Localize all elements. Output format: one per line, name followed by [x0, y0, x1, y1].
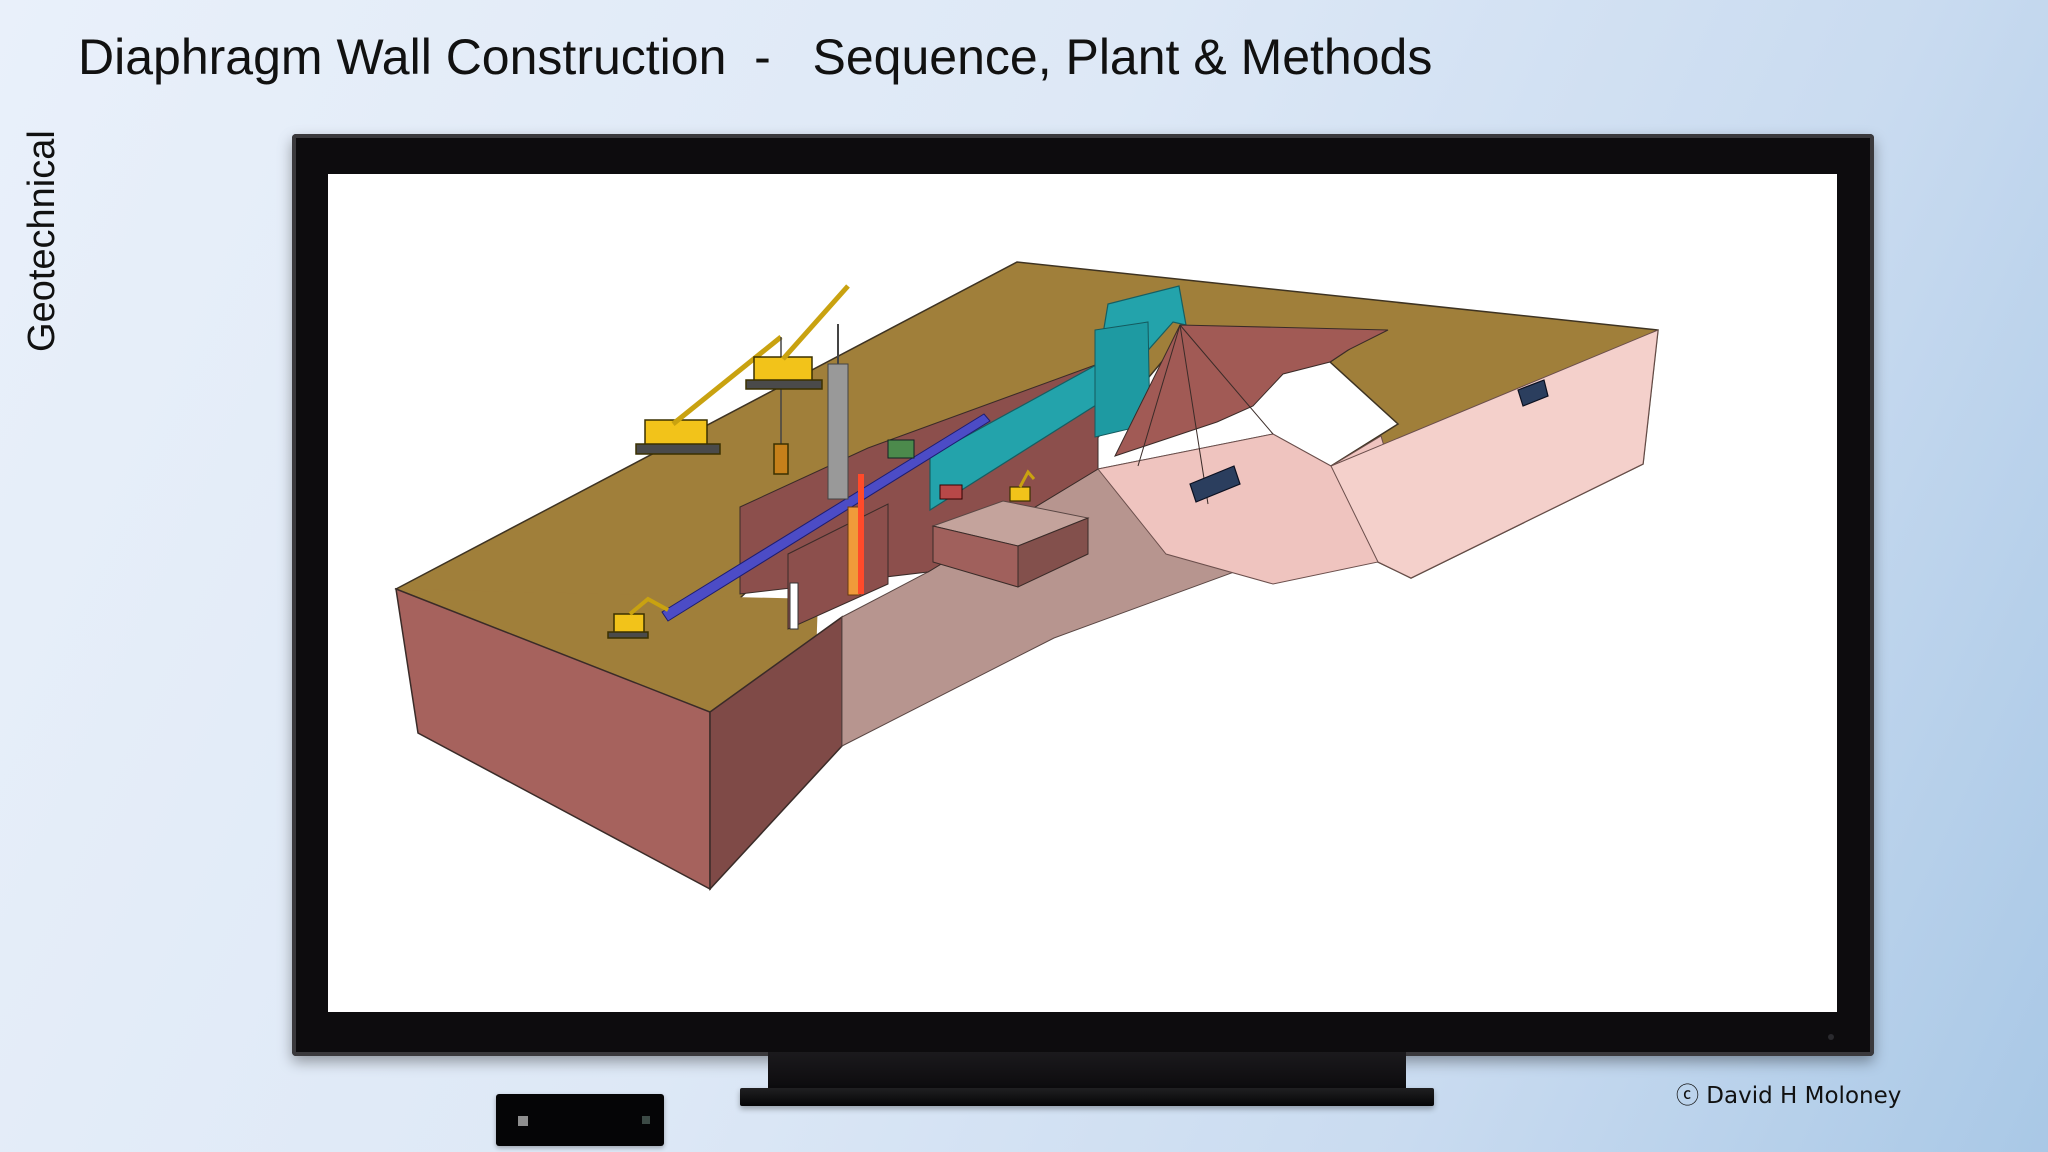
small-excavator — [939, 484, 963, 500]
remote-control-icon — [496, 1094, 664, 1146]
monitor-stand-neck — [768, 1052, 1406, 1092]
guide-wall-trench — [661, 413, 991, 622]
copyright-notice: ⓒ David H Moloney — [1676, 1083, 1902, 1109]
remote-button-icon — [518, 1116, 528, 1126]
monitor-stand-base — [740, 1088, 1434, 1106]
stop-end-panel — [789, 582, 799, 630]
power-led-icon — [1828, 1034, 1834, 1040]
monitor-screen — [328, 174, 1837, 1012]
pit-slope-back — [1114, 324, 1389, 457]
mini-excavator — [1009, 469, 1036, 502]
pit-ramp — [1330, 329, 1659, 579]
remote-led-icon — [642, 1116, 650, 1124]
hydraulic-excavator — [607, 596, 669, 639]
hanging-rebar-cage — [827, 363, 849, 500]
crawler-crane-left — [635, 335, 789, 475]
ground-surface-front — [396, 589, 818, 712]
dump-truck-lower — [1189, 465, 1241, 503]
tremie-pipe — [858, 474, 864, 594]
dump-truck-upper — [1517, 379, 1549, 407]
diaphragm-wall-illustration — [394, 261, 1659, 891]
mixer-truck — [887, 439, 915, 459]
slide-title: Diaphragm Wall Construction - Sequence, … — [78, 29, 1433, 85]
berm-side — [1017, 517, 1089, 588]
crawler-crane-right — [745, 284, 850, 390]
monitor-frame — [292, 134, 1874, 1056]
side-label: Geotechnical — [21, 130, 63, 352]
